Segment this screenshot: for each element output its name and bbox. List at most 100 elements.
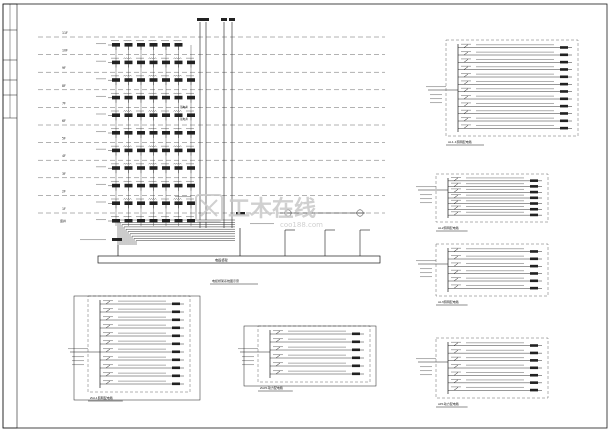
circuit-load-tag bbox=[530, 351, 538, 355]
meter-box-label bbox=[110, 215, 120, 218]
breaker-icon bbox=[275, 330, 281, 335]
meter-box-label bbox=[123, 180, 132, 183]
floor-feeder-tag bbox=[95, 95, 107, 98]
breaker-icon bbox=[453, 285, 459, 289]
meter-box-label bbox=[160, 198, 170, 200]
breaker-rating bbox=[460, 80, 472, 82]
meter-box-label bbox=[148, 198, 157, 200]
meter-box-label bbox=[110, 39, 120, 42]
meter-box-label bbox=[110, 110, 120, 112]
meter-box-label bbox=[123, 198, 132, 200]
cable-tray bbox=[97, 255, 381, 264]
circuit-description bbox=[475, 117, 555, 119]
meter-box-icon bbox=[112, 43, 120, 47]
meter-box-label bbox=[148, 163, 157, 165]
circuit-description bbox=[465, 371, 525, 374]
breaker-icon bbox=[463, 88, 469, 92]
meter-box-label bbox=[110, 75, 120, 77]
circuit-description bbox=[475, 80, 555, 83]
floor-label: 11F bbox=[62, 31, 68, 35]
breaker-icon bbox=[105, 380, 111, 385]
floor-label: 9F bbox=[62, 66, 66, 70]
breaker-rating bbox=[102, 299, 114, 302]
panel-incoming-note bbox=[429, 97, 443, 100]
meter-box-label bbox=[160, 92, 170, 95]
circuit-description bbox=[117, 332, 167, 334]
circuit-load-tag bbox=[352, 372, 360, 376]
circuit-load-tag bbox=[530, 179, 538, 182]
tray-note bbox=[79, 238, 107, 241]
circuit-load-tag bbox=[560, 104, 568, 108]
circuit-load-tag bbox=[352, 340, 360, 344]
circuit-load-tag bbox=[172, 334, 180, 338]
circuit-description bbox=[465, 194, 525, 196]
circuit-load-tag bbox=[560, 90, 568, 93]
meter-box-icon bbox=[174, 43, 183, 47]
meter-box-label bbox=[123, 92, 132, 95]
watermark: 工木在线 coo188.com bbox=[195, 194, 323, 229]
breaker-rating bbox=[460, 116, 472, 119]
breaker-icon bbox=[275, 354, 281, 359]
breaker-rating bbox=[102, 339, 114, 342]
circuit-load-tag bbox=[172, 366, 180, 370]
meter-box-label bbox=[185, 163, 195, 165]
breaker-rating bbox=[272, 361, 284, 364]
circuit-load-tag bbox=[530, 381, 538, 384]
floor-feeder-tag bbox=[95, 113, 107, 115]
panel-frame bbox=[243, 325, 377, 387]
panel-bc: ZAP1动力配电箱 bbox=[237, 325, 371, 392]
floor-label: 10F bbox=[62, 49, 68, 53]
meter-box-label bbox=[110, 145, 120, 147]
breaker-rating bbox=[102, 371, 114, 374]
breaker-icon bbox=[275, 346, 281, 351]
circuit-load-tag bbox=[172, 326, 180, 330]
circuit-description bbox=[475, 58, 555, 61]
circuit-description bbox=[287, 338, 347, 340]
panel-incoming-note bbox=[429, 101, 443, 104]
breaker-icon bbox=[453, 270, 459, 274]
floor-feeder-tag bbox=[95, 42, 107, 45]
meter-box-label bbox=[160, 39, 170, 42]
meter-box-label bbox=[135, 180, 145, 183]
breaker-rating bbox=[102, 307, 114, 310]
circuit-load-tag bbox=[560, 126, 568, 130]
breaker-rating bbox=[450, 356, 462, 358]
panel-title: ZAL1照明配电箱 bbox=[90, 395, 113, 400]
circuit-description bbox=[117, 324, 167, 326]
floor-feeder-tag bbox=[95, 78, 107, 80]
panel-mid1: AL2照明配电箱 bbox=[415, 173, 549, 232]
circuit-description bbox=[475, 102, 555, 105]
meter-box-label bbox=[173, 127, 182, 130]
panel-enclosure bbox=[435, 173, 549, 223]
breaker-icon bbox=[105, 300, 111, 305]
breaker-icon bbox=[453, 248, 459, 252]
bottom-panel-schedules: ZAL1照明配电箱 ZAP1动力配电箱 bbox=[67, 295, 377, 402]
breaker-rating bbox=[450, 211, 462, 213]
circuit-description bbox=[475, 124, 555, 127]
circuit-load-tag bbox=[560, 60, 568, 64]
meter-box-label bbox=[110, 163, 120, 165]
breaker-rating bbox=[450, 386, 462, 388]
circuit-description bbox=[117, 308, 167, 310]
circuit-description bbox=[465, 357, 525, 359]
riser-top-tag bbox=[221, 18, 227, 21]
circuit-description bbox=[287, 346, 347, 348]
floor-label: 6F bbox=[62, 119, 66, 123]
breaker-rating bbox=[450, 188, 462, 190]
meter-box-label bbox=[185, 180, 195, 183]
meter-box-label bbox=[135, 198, 145, 200]
breaker-rating bbox=[460, 87, 472, 89]
meter-box-label bbox=[148, 75, 157, 77]
circuit-description bbox=[117, 356, 167, 358]
circuit-load-tag bbox=[352, 332, 360, 336]
panel-title: ZAP1动力配电箱 bbox=[260, 385, 283, 390]
panel-enclosure bbox=[435, 337, 549, 399]
breaker-rating bbox=[102, 315, 114, 318]
panel-incoming-note bbox=[419, 271, 433, 274]
meter-box-label bbox=[148, 215, 157, 218]
meter-box-label bbox=[148, 39, 157, 42]
meter-box-label bbox=[173, 180, 182, 183]
breaker-icon bbox=[275, 362, 281, 367]
circuit-load-tag bbox=[530, 388, 538, 392]
